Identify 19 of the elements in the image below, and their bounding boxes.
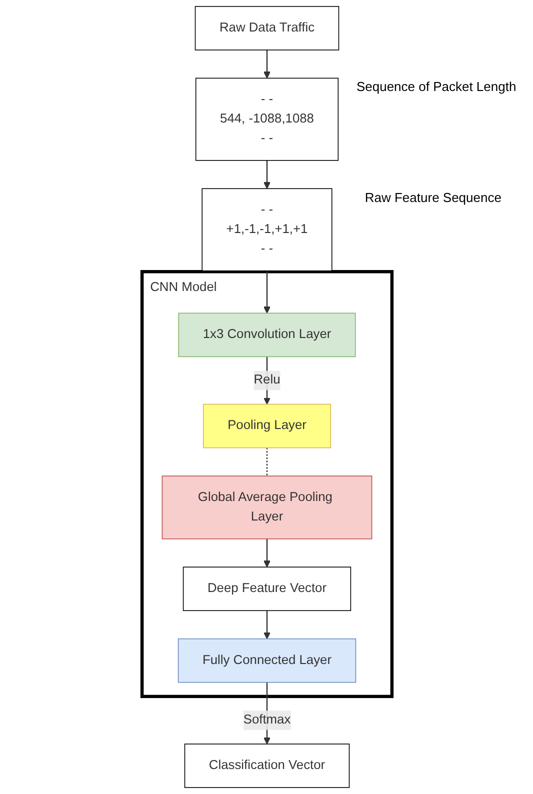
node-caption: Raw Feature Sequence	[364, 188, 502, 206]
node-box: Global Average Pooling Layer	[161, 476, 372, 540]
node-box: - - 544, -1088,1088 - -	[194, 78, 338, 161]
node-box: Classification Vector	[184, 744, 350, 788]
arrow	[262, 50, 270, 79]
connector	[266, 448, 268, 476]
node-box: Deep Feature Vector	[182, 566, 351, 612]
edge-label: Softmax	[242, 712, 290, 727]
arrow	[262, 270, 270, 314]
node-box: - - +1,-1,-1,+1,+1 - -	[201, 188, 332, 272]
arrow	[262, 160, 270, 189]
arrow	[262, 610, 270, 640]
node-box: Pooling Layer	[202, 404, 331, 448]
edge-label: Relu	[253, 373, 280, 387]
node-box: 1x3 Convolution Layer	[178, 312, 356, 358]
node-caption: Sequence of Packet Length	[355, 78, 518, 96]
arrow	[262, 538, 270, 568]
node-box: Fully Connected Layer	[177, 638, 356, 683]
node-box: Raw Data Traffic	[194, 6, 339, 50]
